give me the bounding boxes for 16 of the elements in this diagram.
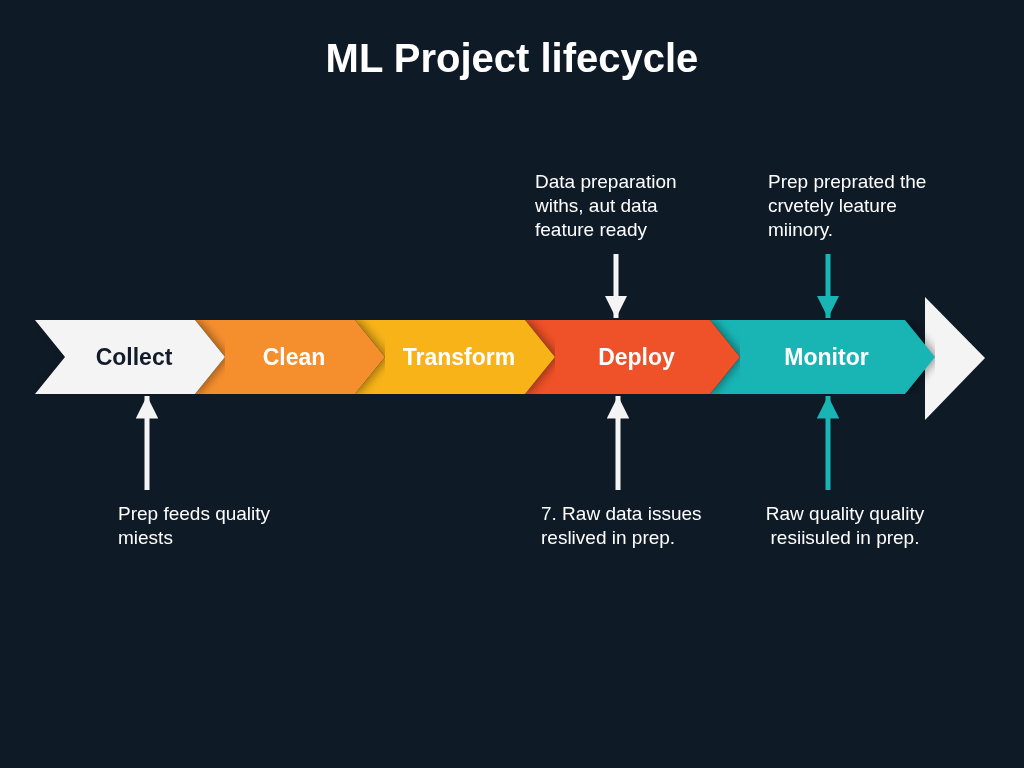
arrow bbox=[816, 396, 840, 490]
arrow bbox=[816, 254, 840, 318]
arrow bbox=[606, 396, 630, 490]
step-label: Collect bbox=[95, 343, 173, 371]
diagram-title: ML Project lifecycle bbox=[324, 36, 700, 81]
arrow bbox=[604, 254, 628, 318]
step-label: Clean bbox=[262, 343, 326, 371]
step-label: Deploy bbox=[598, 343, 675, 371]
annotation-text: Prep preprated the crvetely leature miinory. bbox=[768, 170, 928, 242]
arrow bbox=[135, 396, 159, 490]
annotation-text: Prep feeds quality miests bbox=[118, 502, 272, 550]
annotation-text: 7. Raw data issues reslived in prep. bbox=[541, 502, 703, 550]
step-label: Monitor bbox=[784, 343, 869, 371]
step-label: Transform bbox=[402, 343, 516, 371]
annotation-text: Raw quality quality resiisuled in prep. bbox=[764, 502, 926, 550]
annotation-text: Data preparation withs, aut data feature ready bbox=[535, 170, 678, 242]
